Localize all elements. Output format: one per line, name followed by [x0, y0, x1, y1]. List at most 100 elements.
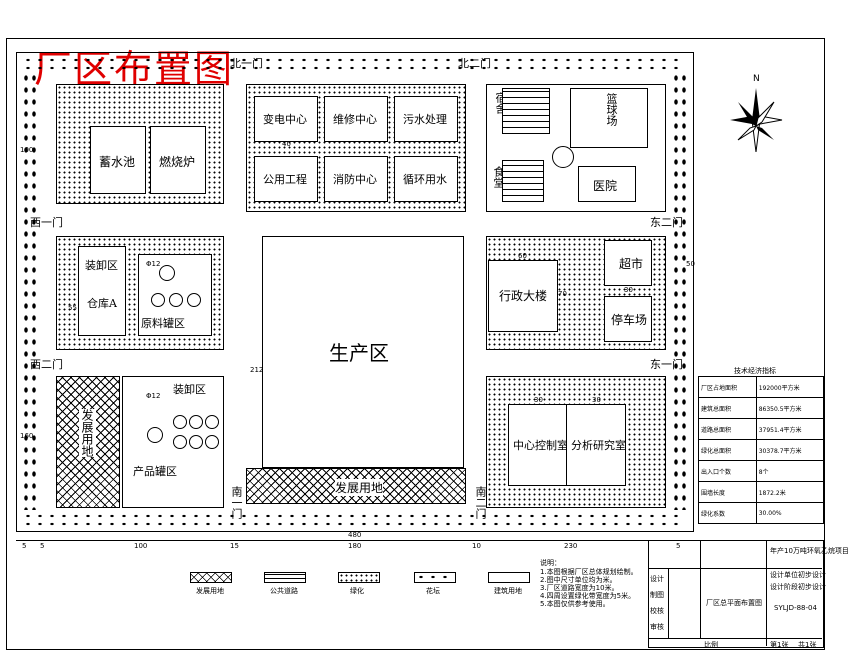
label-furnace: 燃烧炉	[159, 155, 196, 169]
table-cell: 37951.4平方米	[755, 418, 825, 440]
tank-circle	[151, 293, 165, 307]
table-cell: 出入口个数	[698, 460, 757, 482]
tank-circle	[173, 435, 187, 449]
site-boundary	[16, 52, 694, 532]
building-canteen	[502, 160, 544, 202]
notes-line: 2.图中尺寸单位均为米。	[540, 576, 617, 584]
notes-line: 3.厂区道路宽度为10米。	[540, 584, 619, 592]
table-cell: 道路总面积	[698, 418, 757, 440]
building-sewage: 污水处理	[394, 96, 458, 142]
legend-build: 建筑用地	[494, 587, 522, 595]
building-utilities: 公用工程	[254, 156, 318, 202]
label-raw-tanks: 原料罐区	[141, 317, 185, 330]
tank-circle	[169, 293, 183, 307]
tank-circle	[189, 415, 203, 429]
drawing-frame	[6, 38, 825, 650]
building-recycle-water: 循环用水	[394, 156, 458, 202]
dim-lab: 30	[592, 396, 601, 404]
table-cell: 192000平方米	[755, 376, 825, 398]
dimension-line	[16, 540, 692, 541]
dim-s1: 5	[22, 542, 27, 550]
tb-name: 厂区总平面布置图	[706, 599, 762, 607]
dim-total: 480	[348, 531, 362, 539]
label-reservoir: 蓄水池	[99, 155, 136, 169]
gate-west1: 西一门	[30, 216, 63, 229]
title-block-grid	[700, 540, 701, 638]
title-block-grid	[668, 568, 669, 638]
label-loading2: 装卸区	[173, 383, 206, 396]
tb-role2: 设计阶段	[770, 583, 798, 591]
tree-band-west	[22, 72, 36, 510]
building-hospital: 医院	[578, 166, 636, 202]
title-block	[648, 540, 824, 648]
zone-product-tanks: 装卸区 产品罐区	[122, 376, 224, 508]
gate-south1: 南一门	[230, 486, 243, 519]
tb-role1: 设计单位	[770, 571, 798, 579]
dim-s3: 5	[676, 542, 681, 550]
tree-band-south	[22, 512, 686, 526]
label-product-tanks: 产品罐区	[133, 465, 177, 478]
legend-swatch-build	[488, 572, 530, 583]
label-production: 生产区	[329, 341, 389, 365]
zone-development-bottom: 发展用地	[246, 468, 466, 504]
label-parking: 停车场	[611, 313, 648, 327]
table-cell: 30.00%	[755, 502, 825, 524]
label-dev-bottom: 发展用地	[335, 479, 384, 496]
label-recycle-water: 循环用水	[403, 173, 447, 186]
table-cell: 86350.5平方米	[755, 397, 825, 419]
label-loading1: 装卸区	[85, 259, 118, 272]
table-cell: 1872.2米	[755, 481, 825, 503]
tb-check: 校核	[650, 607, 664, 615]
tank-circle	[159, 265, 175, 281]
notes-head: 说明：	[540, 559, 561, 567]
basketball-court: 篮球场	[570, 88, 648, 148]
dim-main: 180	[348, 542, 362, 550]
dim-admin-h: 70	[558, 290, 567, 298]
dim-right: 230	[564, 542, 578, 550]
gate-south2: 南二门	[474, 486, 487, 519]
tank-circle	[205, 435, 219, 449]
legend-road: 公共道路	[270, 587, 298, 595]
building-admin: 行政大楼	[488, 260, 558, 332]
dim-warehouse: 55	[68, 304, 77, 312]
roundabout	[552, 146, 574, 168]
dim-phi12-a: Φ12	[146, 260, 161, 268]
label-hospital: 医院	[593, 179, 618, 193]
building-fire: 消防中心	[324, 156, 388, 202]
dim-40: 40	[282, 140, 291, 148]
tb-val1: 初步设计	[798, 571, 826, 579]
legend-swatch-green	[338, 572, 380, 583]
notes-line: 5.本图仅供参考使用。	[540, 600, 610, 608]
title-block-grid	[648, 638, 822, 639]
title-block-grid	[648, 568, 822, 569]
notes-line: 1.本图根据厂区总体规划绘制。	[540, 568, 638, 576]
label-admin: 行政大楼	[499, 289, 548, 303]
dim-left: 100	[134, 542, 148, 550]
label-lab: 分析研究室	[571, 439, 626, 452]
building-furnace: 燃烧炉	[150, 126, 206, 194]
label-sewage: 污水处理	[403, 113, 447, 126]
building-warehouse: 装卸区 仓库A	[78, 246, 126, 336]
tree-band-east	[672, 72, 686, 510]
tree-band-north	[22, 56, 686, 70]
tb-design: 设计	[650, 575, 664, 583]
building-substation: 变电中心	[254, 96, 318, 142]
legend-swatch-bed	[414, 572, 456, 583]
gate-west2: 西二门	[30, 358, 63, 371]
tb-val2: 初步设计	[798, 583, 826, 591]
notes-line: 4.四周设置绿化带宽度为5米。	[540, 592, 636, 600]
table-cell: 30378.7平方米	[755, 439, 825, 461]
north-label: N	[753, 74, 760, 84]
dim-160: 160	[20, 432, 34, 440]
label-control: 中心控制室	[513, 439, 568, 452]
label-maintenance: 维修中心	[333, 113, 377, 126]
tb-sheet: 第1张	[770, 641, 789, 649]
label-fire: 消防中心	[333, 173, 377, 186]
